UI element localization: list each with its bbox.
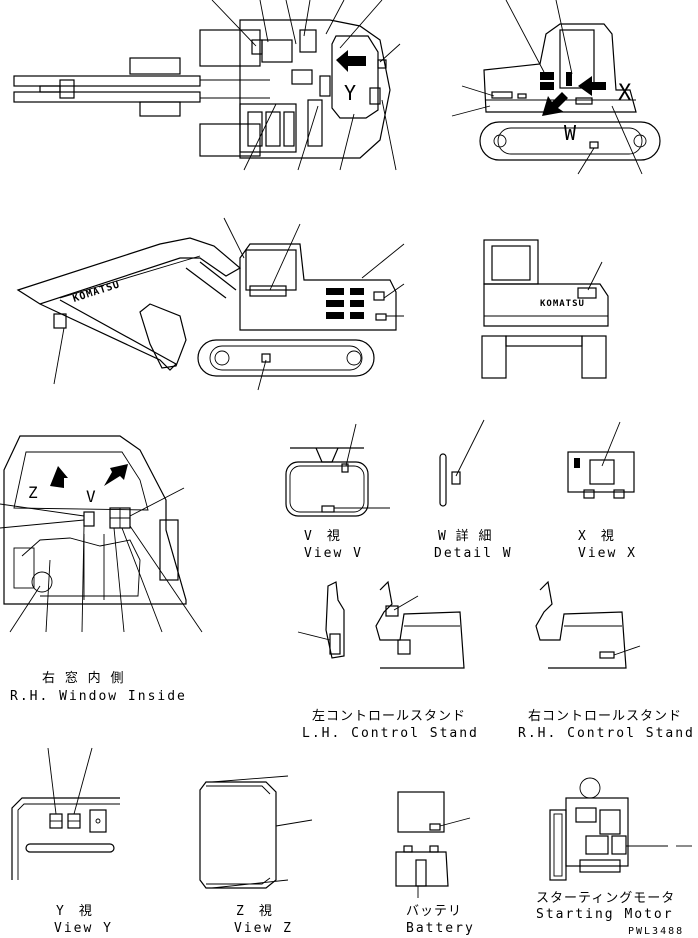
drawing-code: PWL3488: [628, 926, 684, 937]
view-v-figure: [285, 423, 390, 517]
front-view-machine: KOMATSU: [481, 239, 609, 379]
caption-starting-motor-jp: スターティングモータ: [536, 891, 675, 906]
side-view-brand: KOMATSU: [72, 279, 122, 305]
caption-view-z-en: View Z: [234, 921, 293, 936]
caption-rh-stand-en: R.H. Control Stand: [518, 726, 695, 741]
caption-detail-w-en: Detail W: [434, 546, 513, 561]
rear-view-label-w: W: [564, 121, 577, 145]
caption-view-x-jp: X 視: [578, 529, 615, 544]
rear-view-label-x: X: [618, 81, 632, 106]
side-view-machine: KOMATSU: [16, 217, 405, 391]
caption-detail-w-jp: W 詳 細: [438, 528, 492, 544]
window-label-v: V: [86, 487, 96, 506]
caption-view-z-jp: Z 視: [236, 904, 273, 919]
caption-view-x-en: View X: [578, 546, 637, 561]
view-x-figure: [567, 421, 635, 499]
view-y-figure: [11, 747, 120, 880]
rear-view-machine: W X: [451, 0, 661, 175]
caption-rh-window-jp: 右 窓 内 側: [42, 670, 124, 686]
caption-view-v-en: View V: [304, 546, 363, 561]
caption-battery-jp: バッテリ: [406, 904, 462, 919]
caption-starting-motor-en: Starting Motor: [536, 907, 674, 922]
view-z-figure: [199, 775, 313, 889]
captions: V 視 View V W 詳 細 Detail W X 視 View X 右 窓…: [10, 528, 695, 937]
front-view-brand: KOMATSU: [540, 299, 585, 309]
caption-lh-stand-en: L.H. Control Stand: [302, 726, 479, 741]
caption-rh-stand-jp: 右コントロールスタンド: [528, 709, 682, 724]
top-view-label-y: Y: [344, 81, 356, 105]
battery-figure: [395, 791, 471, 898]
rh-control-stand: [535, 580, 641, 669]
caption-battery-en: Battery: [406, 921, 475, 936]
rh-window-inside: Z V: [0, 435, 203, 633]
caption-rh-window-en: R.H. Window Inside: [10, 689, 187, 704]
caption-lh-stand-jp: 左コントロールスタンド: [312, 709, 466, 724]
window-label-z: Z: [28, 483, 38, 502]
detail-w-figure: [439, 419, 485, 507]
caption-view-y-en: View Y: [54, 921, 113, 936]
lh-control-stand: [297, 580, 465, 669]
caption-view-v-jp: V 視: [304, 529, 341, 544]
caption-view-y-jp: Y 視: [56, 904, 93, 919]
top-view-machine: Y: [13, 0, 401, 171]
starting-motor-figure: [549, 777, 692, 881]
